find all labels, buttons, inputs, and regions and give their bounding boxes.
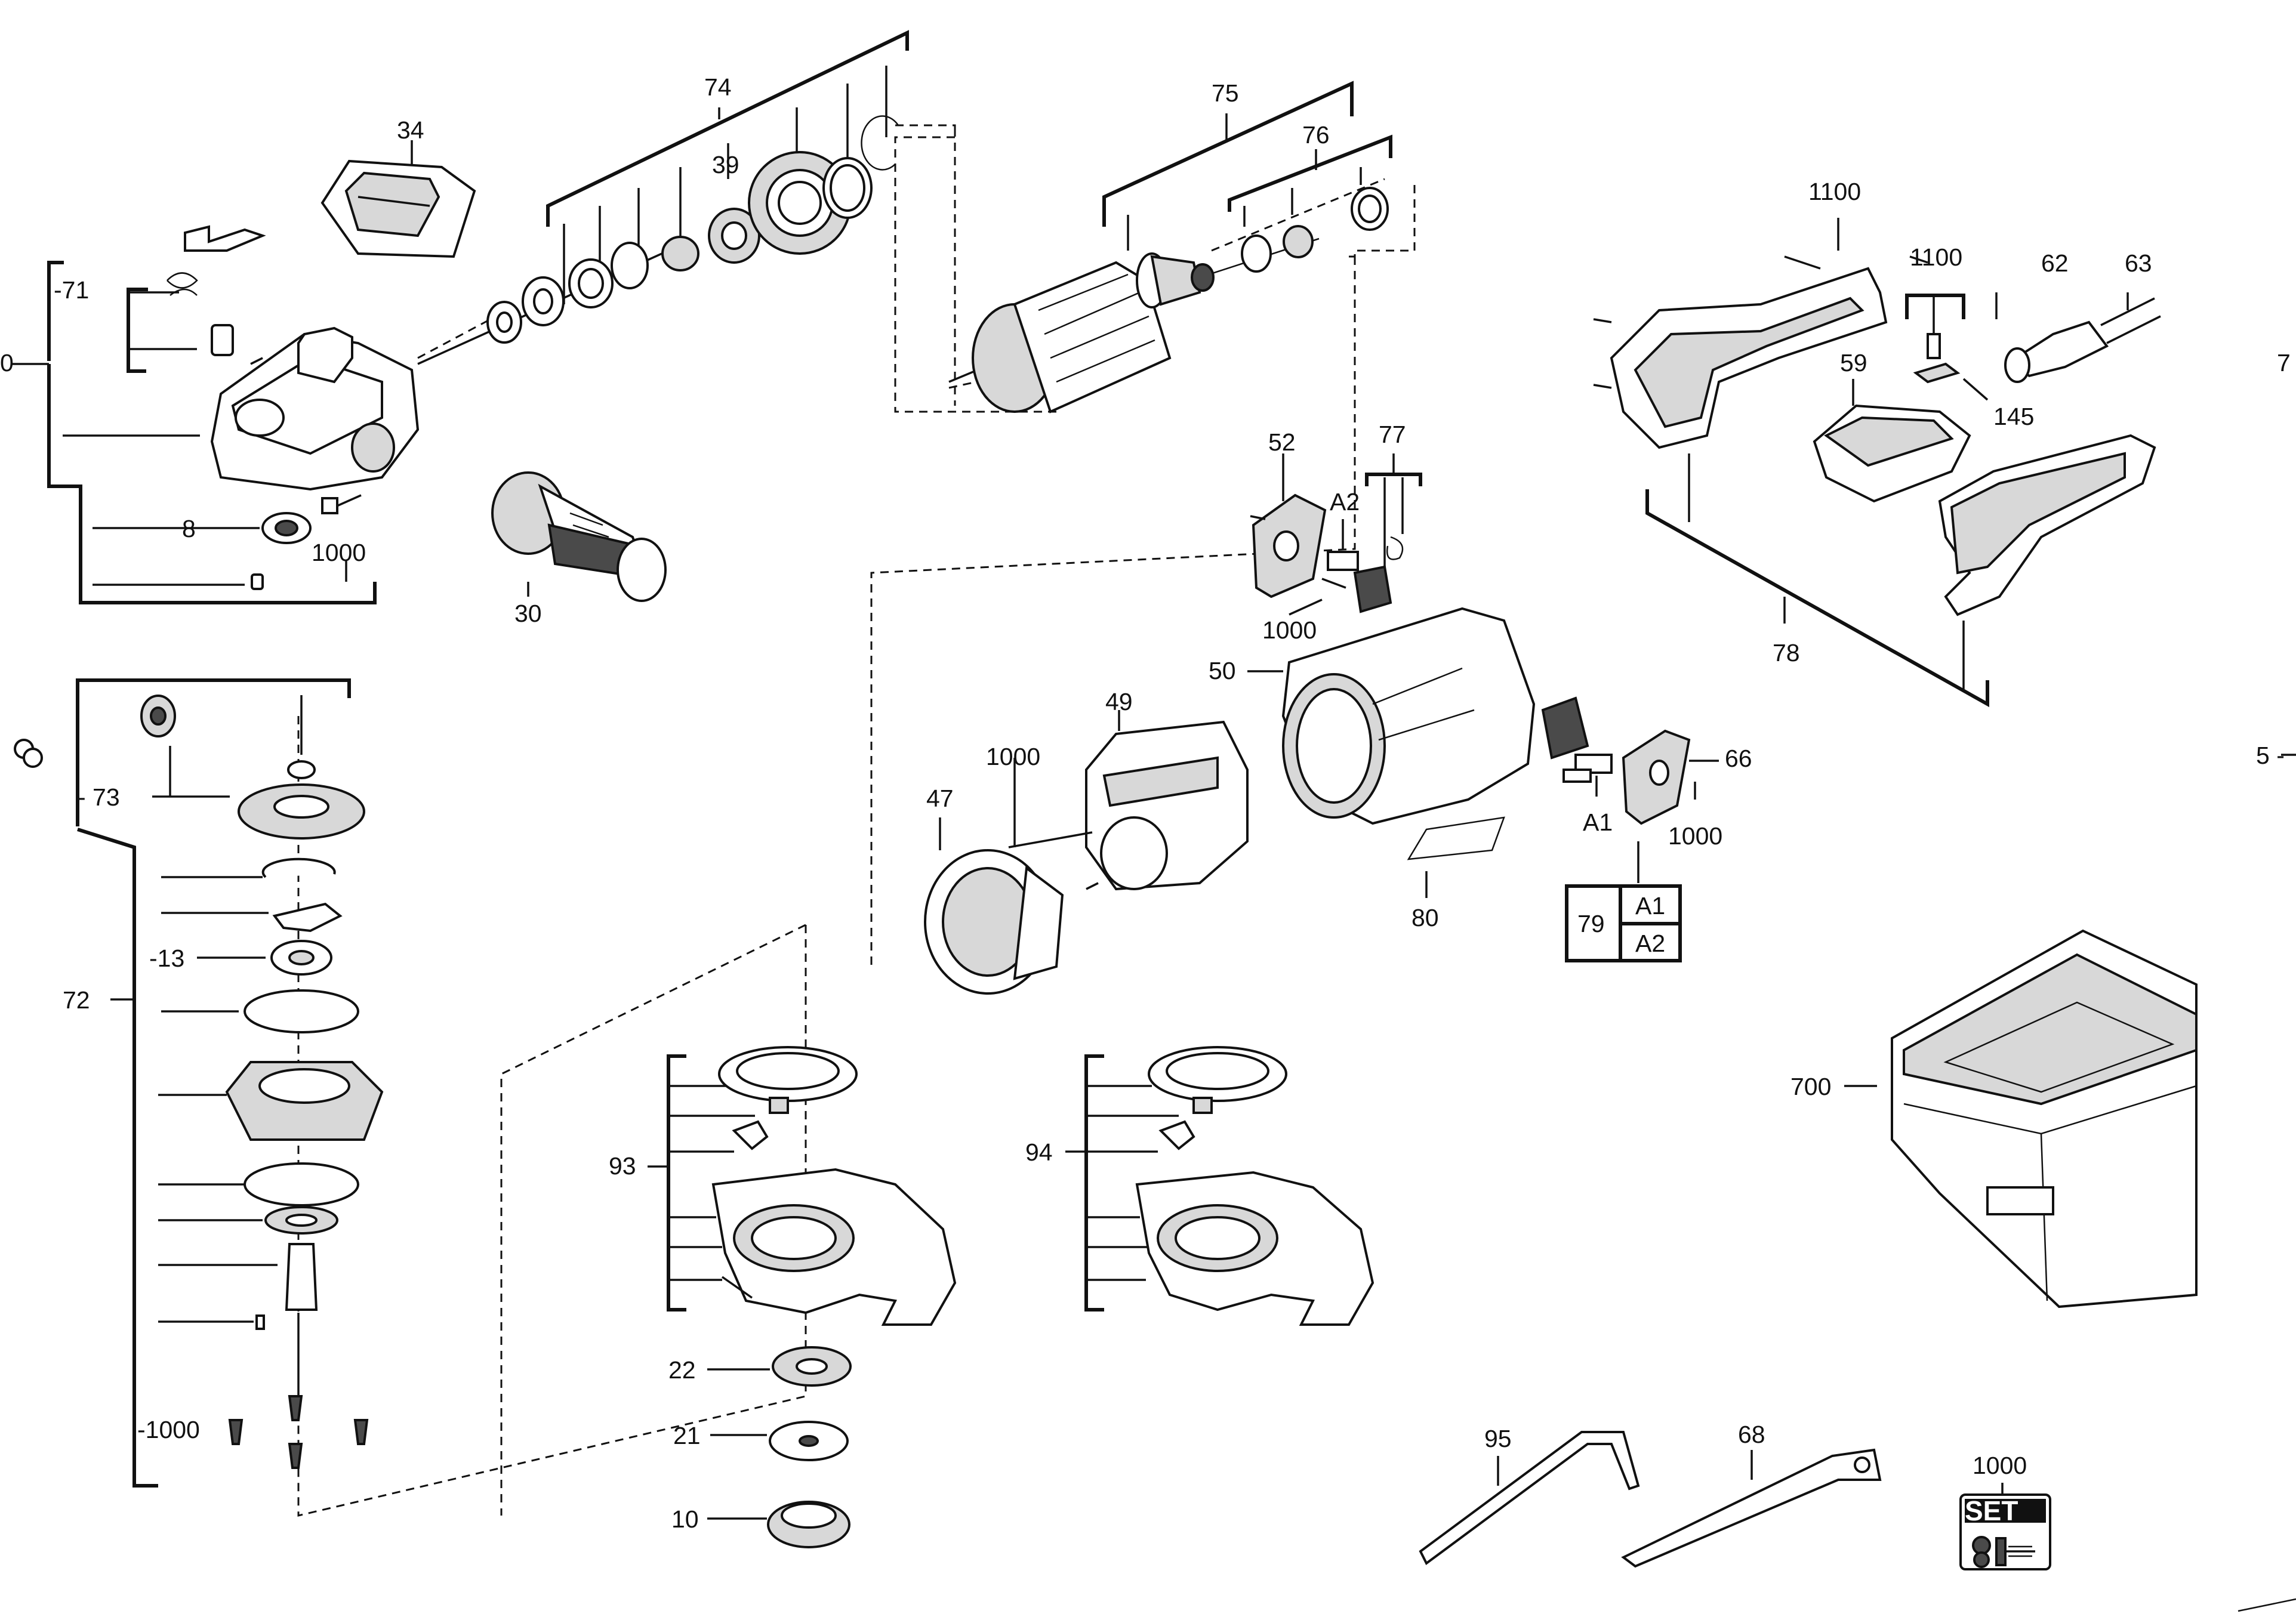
label-21: 21 [673, 1422, 701, 1449]
label-75: 75 [1212, 79, 1239, 107]
label-49: 49 [1105, 688, 1133, 715]
label-79-a1: A1 [1635, 892, 1665, 919]
label-77: 77 [1379, 421, 1406, 448]
label-79: 79 [1577, 910, 1605, 937]
armature-75 [948, 81, 1392, 413]
label-66: 66 [1725, 745, 1752, 772]
label-94: 94 [1025, 1138, 1053, 1166]
label-73: - 73 [78, 783, 120, 811]
label-80: 80 [1411, 904, 1439, 931]
label-63: 63 [2125, 249, 2152, 277]
guard-assembly-94 [1065, 1046, 1374, 1326]
bracket-74 [417, 30, 909, 365]
screw-kit-icon [1959, 1483, 2051, 1570]
label-30: 30 [514, 600, 542, 627]
flanges [707, 1346, 852, 1548]
label-50: 50 [1209, 657, 1236, 684]
handle-housing-1100 [1593, 218, 2156, 708]
label-59: 59 [1840, 349, 1867, 377]
label-62: 62 [2041, 249, 2069, 277]
label-145: 145 [1993, 403, 2034, 430]
label-72: 72 [63, 986, 90, 1014]
cover-34 [320, 140, 476, 258]
wrenches [1419, 1431, 1882, 1568]
brush-holder-52 [1250, 453, 1422, 616]
label-95: 95 [1484, 1425, 1512, 1452]
gear-head-assembly [12, 225, 420, 604]
label-8: 8 [182, 515, 196, 542]
side-handle-30 [491, 471, 667, 602]
label-1000-d: 1000 [1668, 822, 1722, 850]
carry-case-700 [1844, 929, 2198, 1309]
label-79-a2: A2 [1635, 930, 1665, 957]
label-39: 39 [712, 151, 739, 178]
label-78: 78 [1773, 639, 1800, 666]
label-22: 22 [668, 1356, 696, 1384]
label-1100: 1100 [1808, 178, 1861, 205]
label-76: 76 [1302, 121, 1330, 149]
part-labels: 74 34 39 -71 0 8 1000 30 75 76 1100 1100… [0, 73, 2291, 1533]
brush-holder-66 [1407, 696, 1719, 962]
label-34: 34 [397, 116, 424, 144]
label-1000-b: 1000 [1262, 616, 1317, 644]
label-47: 47 [926, 785, 954, 812]
label-52: 52 [1268, 428, 1296, 456]
label-1000-a: 1000 [312, 539, 366, 566]
guard-assembly-93 [648, 1046, 957, 1326]
switch-assembly [1813, 255, 2161, 503]
set-badge-text: SET [1965, 1495, 2018, 1526]
label-1000-e: -1000 [137, 1416, 200, 1443]
label-71: -71 [54, 276, 89, 304]
label-93: 93 [609, 1152, 636, 1180]
label-68: 68 [1738, 1421, 1765, 1448]
label-a1: A1 [1583, 808, 1613, 836]
label-1100-b: 1100 [1910, 243, 1962, 271]
label-13: -13 [149, 945, 184, 972]
label-1000-c: 1000 [986, 743, 1040, 770]
label-7: 7 [2277, 349, 2291, 377]
motor-housing-50 [924, 607, 1536, 995]
label-1000-f: 1000 [1973, 1452, 2027, 1479]
spindle-assembly-72 [14, 678, 384, 1488]
label-5: 5 - [2256, 742, 2285, 769]
label-a2: A2 [1330, 488, 1360, 516]
label-0: 0 [0, 349, 14, 377]
label-74: 74 [704, 73, 732, 101]
misc-edge-items [23, 748, 2296, 1612]
label-700: 700 [1790, 1073, 1831, 1100]
label-10: 10 [671, 1505, 699, 1533]
